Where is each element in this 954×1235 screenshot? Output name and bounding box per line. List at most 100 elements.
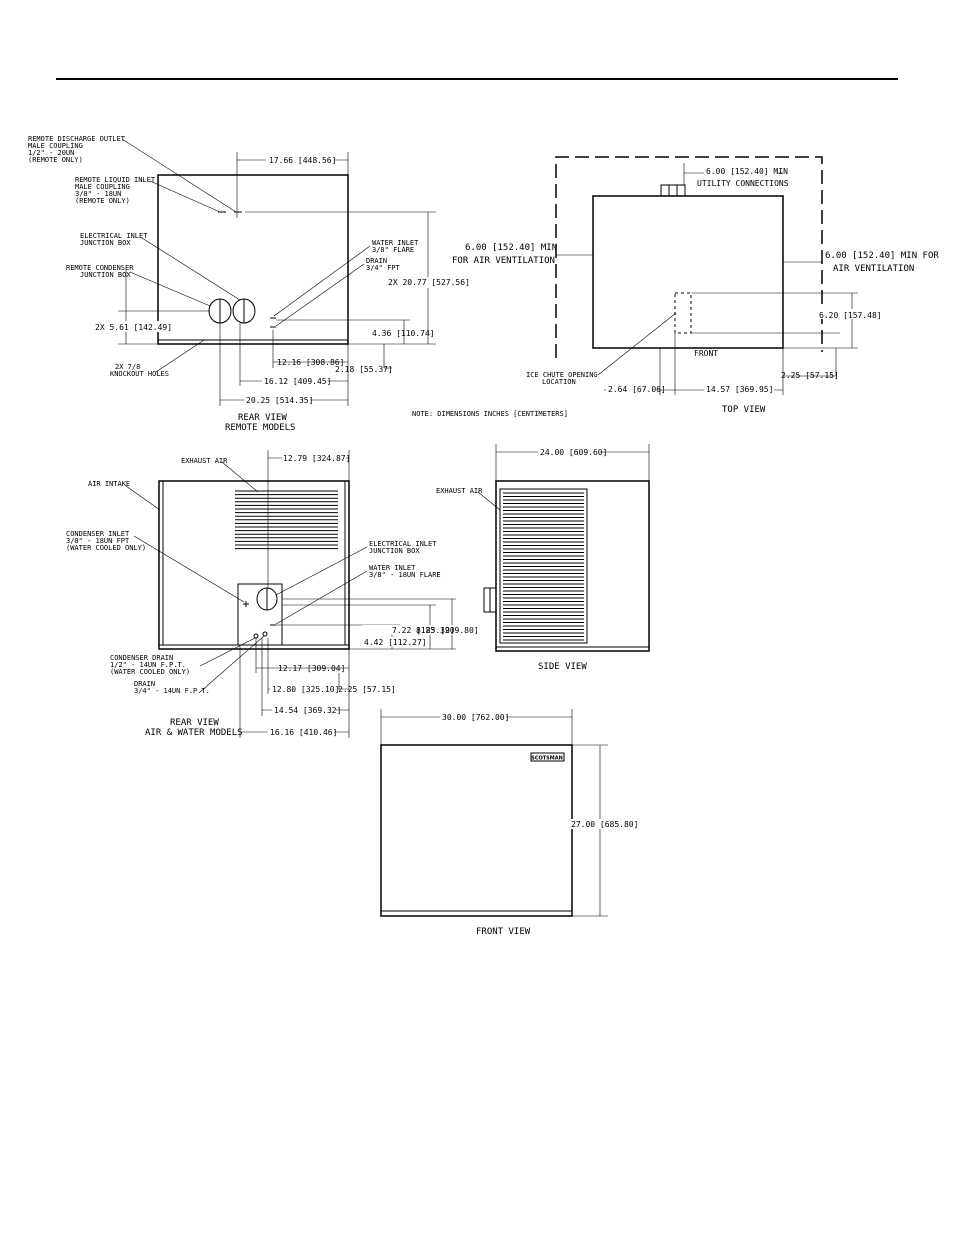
svg-text:3/8" - 18UN FLARE: 3/8" - 18UN FLARE (369, 571, 441, 579)
rear-air-callout-cond-inlet: CONDENSER INLET 3/8" - 18UN FPT (WATER C… (66, 530, 245, 603)
rear-air-callout-water-inlet: WATER INLET 3/8" - 18UN FLARE (275, 564, 441, 625)
top-utility-2: UTILITY CONNECTIONS (697, 179, 789, 188)
rear-air-dim-top: 12.79 [324.87] (283, 454, 350, 463)
svg-text:(WATER COOLED ONLY): (WATER COOLED ONLY) (66, 544, 146, 552)
rear-air-callout-intake: AIR INTAKE (88, 480, 161, 511)
rear-remote-dim-d1: 4.36 [110.74] (372, 329, 435, 338)
top-right-vent-1: 6.00 [152.40] MIN FOR (825, 251, 939, 261)
front-view-logo: SCOTSMAN (531, 756, 563, 762)
top-dim-depth: 6.20 [157.48] (819, 311, 882, 320)
rear-air-title-1: REAR VIEW (170, 718, 219, 728)
rear-remote-dim-d4: 16.12 [409.45] (264, 377, 331, 386)
svg-text:ELECTRICAL INLET: ELECTRICAL INLET (80, 232, 148, 240)
rear-air-dim-d3: 4.42 [112.27] (364, 638, 427, 647)
rear-remote-callout-electrical: ELECTRICAL INLET JUNCTION BOX (80, 232, 241, 301)
svg-text:MALE COUPLING: MALE COUPLING (75, 183, 130, 191)
rear-air-cabinet (158, 480, 350, 650)
side-view: 24.00 [609.60] EXHAUST AIR SIDE VIEW (436, 444, 650, 672)
svg-text:JUNCTION BOX: JUNCTION BOX (80, 271, 131, 279)
rear-air-callout-cond-drain: CONDENSER DRAIN 1/2" - 14UN F.P.T. (WATE… (110, 637, 256, 676)
svg-text:3/4" - 14UN F.P.T.: 3/4" - 14UN F.P.T. (134, 687, 210, 695)
rear-air-dim-d4: 12.17 [309.04] (278, 664, 345, 673)
rear-air-dim-d5: 12.80 [325.10] (272, 685, 339, 694)
svg-text:JUNCTION BOX: JUNCTION BOX (369, 547, 420, 555)
rear-remote-dim-right: 2X 20.77 [527.56] (388, 278, 470, 287)
front-view: SCOTSMAN 30.00 [762.00] 27.00 [685.80] F… (380, 709, 638, 937)
svg-text:3/8" FLARE: 3/8" FLARE (372, 246, 414, 254)
side-exhaust-label: EXHAUST AIR (436, 487, 483, 495)
front-dim-height: 27.00 [685.80] (571, 820, 638, 829)
rear-remote-title-2: REMOTE MODELS (225, 423, 295, 433)
front-view-title: FRONT VIEW (476, 927, 531, 937)
rear-remote-callout-discharge: REMOTE DISCHARGE OUTLET MALE COUPLING 1/… (28, 135, 237, 213)
svg-text:(WATER COOLED ONLY): (WATER COOLED ONLY) (110, 668, 190, 676)
top-dim-d1: 2.64 [67.06] (608, 385, 666, 394)
svg-text:1/2" - 14UN F.P.T.: 1/2" - 14UN F.P.T. (110, 661, 186, 669)
side-exhaust-louver (503, 492, 584, 641)
svg-text:2X 7/8: 2X 7/8 (115, 363, 140, 371)
units-note: NOTE: DIMENSIONS INCHES [CENTIMETERS] (412, 410, 568, 418)
front-dim-width: 30.00 [762.00] (442, 713, 509, 722)
rear-remote-title-1: REAR VIEW (238, 413, 287, 423)
rear-air-dim-d1: 7.22 [183.39] (392, 626, 455, 635)
top-view-title: TOP VIEW (722, 405, 766, 415)
front-view-cabinet (380, 744, 573, 917)
rear-view-remote: 17.66 [448.56] 2X 20.77 [527.56] 2X 5.61… (28, 135, 470, 433)
svg-text:3/8" - 18UN FPT: 3/8" - 18UN FPT (66, 537, 130, 545)
svg-text:AIR INTAKE: AIR INTAKE (88, 480, 130, 488)
rear-air-callout-exhaust: EXHAUST AIR (181, 457, 259, 493)
side-view-title: SIDE VIEW (538, 662, 587, 672)
svg-text:REMOTE LIQUID INLET: REMOTE LIQUID INLET (75, 176, 156, 184)
svg-text:3/8" - 18UN: 3/8" - 18UN (75, 190, 121, 198)
rear-air-callout-electrical: ELECTRICAL INLET JUNCTION BOX (275, 540, 437, 596)
top-left-vent-2: FOR AIR VENTILATION (452, 256, 555, 266)
side-view-cabinet (495, 480, 650, 652)
top-front-label: FRONT (694, 349, 718, 358)
rear-air-utility-panel (237, 583, 283, 646)
top-opening-1: ICE CHUTE OPENING (526, 371, 598, 379)
rear-remote-dim-d2: 12.16 [308.86] (277, 358, 344, 367)
svg-text:ELECTRICAL INLET: ELECTRICAL INLET (369, 540, 437, 548)
rear-remote-dim-top: 17.66 [448.56] (269, 156, 336, 165)
svg-text:EXHAUST AIR: EXHAUST AIR (181, 457, 228, 465)
svg-text:DRAIN: DRAIN (366, 257, 387, 265)
top-dim-d2: 14.57 [369.95] (706, 385, 773, 394)
side-dim: 24.00 [609.60] (540, 448, 607, 457)
svg-text:3/4" FPT: 3/4" FPT (366, 264, 401, 272)
top-view-cabinet (592, 195, 784, 349)
rear-remote-callout-liquid: REMOTE LIQUID INLET MALE COUPLING 3/8" -… (75, 176, 221, 213)
svg-text:REMOTE DISCHARGE OUTLET: REMOTE DISCHARGE OUTLET (28, 135, 126, 143)
svg-text:REMOTE CONDENSER: REMOTE CONDENSER (66, 264, 134, 272)
ice-chute-opening (674, 292, 692, 334)
svg-text:(REMOTE ONLY): (REMOTE ONLY) (75, 197, 130, 205)
rear-view-air: 12.79 [324.87] 7.22 [183.39] 8.25 [209.8… (66, 450, 482, 738)
rear-air-dim-d8: 16.16 [410.46] (270, 728, 337, 737)
top-right-vent-2: AIR VENTILATION (833, 264, 914, 274)
rear-remote-callout-condenser-box: REMOTE CONDENSER JUNCTION BOX (66, 264, 211, 307)
svg-text:KNOCKOUT HOLES: KNOCKOUT HOLES (110, 370, 169, 378)
top-utility-1: 6.00 [152.40] MIN (706, 167, 788, 176)
svg-text:CONDENSER DRAIN: CONDENSER DRAIN (110, 654, 173, 662)
rear-exhaust-louver (235, 490, 338, 550)
top-view: 6.00 [152.40] MIN UTILITY CONNECTIONS 6.… (452, 156, 939, 415)
rear-air-dim-d7: 14.54 [369.32] (274, 706, 341, 715)
rear-remote-cabinet (157, 174, 349, 345)
rear-air-dim-d6: 2.25 [57.15] (338, 685, 396, 694)
rear-remote-callout-drain: DRAIN 3/4" FPT (275, 257, 401, 327)
svg-text:1/2" - 20UN: 1/2" - 20UN (28, 149, 74, 157)
rear-air-dim-d2: 8.25 [209.80] (416, 626, 479, 635)
svg-text:CONDENSER INLET: CONDENSER INLET (66, 530, 130, 538)
rear-remote-dim-left: 2X 5.61 [142.49] (95, 323, 172, 332)
rear-remote-callout-holes: 2X 7/8 KNOCKOUT HOLES (110, 339, 205, 378)
rear-remote-dim-d3: 2.18 [55.37] (335, 365, 393, 374)
svg-text:WATER INLET: WATER INLET (369, 564, 416, 572)
rear-air-title-2: AIR & WATER MODELS (145, 728, 243, 738)
svg-text:WATER INLET: WATER INLET (372, 239, 419, 247)
rear-air-callout-drain: DRAIN 3/4" - 14UN F.P.T. (134, 635, 265, 695)
rear-remote-dim-d5: 20.25 [514.35] (246, 396, 313, 405)
top-opening-2: LOCATION (542, 378, 576, 386)
top-left-vent-1: 6.00 [152.40] MIN (465, 243, 557, 253)
svg-text:DRAIN: DRAIN (134, 680, 155, 688)
svg-text:MALE COUPLING: MALE COUPLING (28, 142, 83, 150)
